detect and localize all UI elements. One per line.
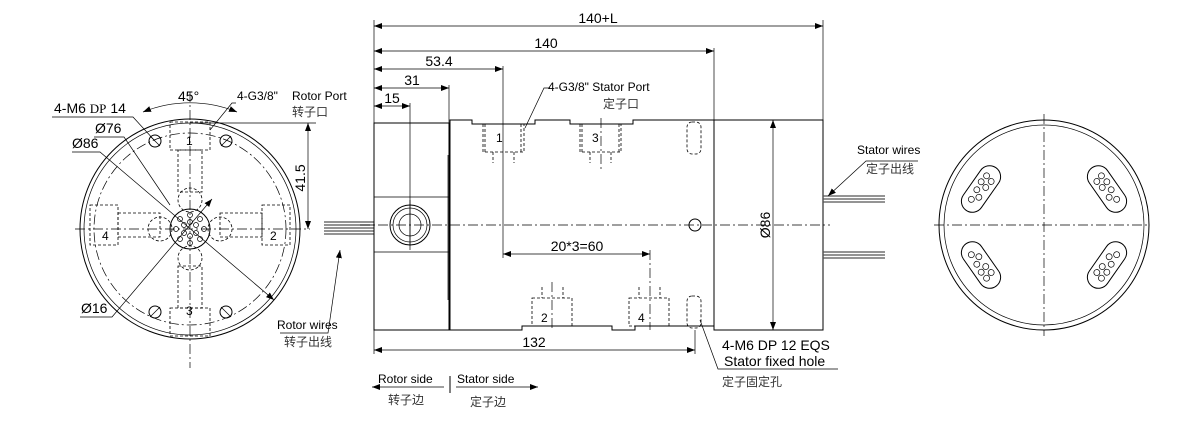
bottom-length-dimension: 132: [522, 334, 546, 350]
mount-holes-label: 4-M6 DP 14: [54, 100, 126, 116]
wire-slot-top-right: [1086, 165, 1128, 213]
stator-port-2-hidden: [531, 282, 573, 330]
stator-port-3-hidden: [579, 118, 622, 170]
rotor-end-view: 1 2 3 4 45° 4-M6 DP 14 Ø76 Ø86 Ø16 4-G3/…: [52, 88, 374, 368]
fixed-hole-leader: [699, 319, 838, 370]
center-bore: [169, 208, 211, 250]
stator-port-leader: [524, 87, 550, 129]
fixed-hole-spec: 4-M6 DP 12 EQS: [722, 337, 830, 353]
stator-side-hole: [688, 218, 702, 232]
bore-wire-holes: [173, 212, 207, 246]
rotor-port-position-dimension: 15: [384, 90, 400, 106]
diameter-dimension: Ø86: [757, 212, 773, 239]
rotor-port-spec: 4-G3/8": [237, 89, 278, 103]
stator-port-4-hidden: [628, 250, 670, 330]
stator-port-number-3: 3: [592, 131, 599, 145]
rotor-port-3-hidden: [169, 245, 211, 337]
rotor-wires: [324, 221, 374, 235]
rotor-port-1-hidden: [169, 121, 211, 213]
flange-length-dimension: 31: [404, 72, 420, 88]
stator-port-number-4: 4: [638, 311, 645, 325]
pcd-leader: [94, 136, 171, 206]
rotor-port-4-hidden: [89, 204, 173, 246]
stator-wires-leader: [827, 160, 918, 197]
rotor-flange: [373, 122, 450, 331]
bore-leader: [80, 198, 213, 318]
stator-port-cn: 定子口: [603, 96, 639, 111]
stator-port-label: 4-G3/8" Stator Port: [548, 80, 650, 94]
stator-side-cn: 定子边: [470, 394, 506, 409]
bolt-circle: [93, 132, 287, 326]
stator-outer-circle: [938, 119, 1150, 331]
rotor-port-2-hidden: [207, 204, 291, 246]
port1-position-dimension: 53.4: [425, 53, 452, 69]
stator-port-1-hidden: [482, 123, 525, 163]
stator-wires: [823, 195, 885, 259]
offset-dimension: 41.5: [292, 164, 308, 191]
rotor-port-name: Rotor Port: [292, 89, 347, 103]
rotor-port-cn: 转子口: [292, 104, 328, 119]
side-legend: Rotor side 转子边 Stator side 定子边: [372, 372, 538, 409]
stator-port-number-1: 1: [496, 131, 503, 145]
rotor-port-number-4: 4: [102, 229, 109, 243]
fixed-hole-label: Stator fixed hole: [724, 353, 825, 369]
stator-side-label: Stator side: [457, 372, 515, 386]
stator-wires-cn: 定子出线: [866, 161, 914, 176]
rotor-port-number-3: 3: [186, 304, 193, 318]
wire-slot-top-left: [960, 165, 1002, 213]
fixed-hole-cn: 定子固定孔: [722, 374, 782, 389]
stator-fixed-hole-top: [686, 121, 702, 155]
rotor-port-leader: [209, 102, 236, 131]
mount-holes-leader: [52, 116, 156, 142]
port-pitch-dimension: 20*3=60: [551, 238, 604, 254]
wire-slot-bottom-right: [1086, 241, 1128, 289]
body-length-dimension: 140: [534, 35, 558, 51]
pcd-label: Ø76: [95, 120, 122, 136]
rotor-port-number-1: 1: [186, 134, 193, 148]
rotor-side-label: Rotor side: [378, 372, 433, 386]
rotor-side-cn: 转子边: [388, 392, 424, 407]
side-view: 1 3 2 4 Ø86 140+L 140: [360, 10, 920, 389]
angle-label: 45°: [178, 88, 199, 104]
rotor-wires-label: Rotor wires: [277, 318, 338, 332]
rotor-wires-cn: 转子出线: [284, 334, 332, 349]
stator-fixed-hole-bottom: [686, 295, 702, 329]
stator-end-view: [934, 114, 1150, 336]
stator-inner-circle: [943, 124, 1145, 326]
od-leader: [72, 151, 275, 301]
bore-label: Ø16: [81, 300, 108, 316]
stator-port-number-2: 2: [541, 311, 548, 325]
od-label: Ø86: [72, 135, 99, 151]
total-length-dimension: 140+L: [578, 10, 618, 26]
rotor-wires-leader: [280, 249, 342, 334]
stator-wires-label: Stator wires: [857, 143, 920, 157]
mounting-holes: [148, 134, 233, 319]
wire-slot-bottom-left: [960, 241, 1002, 289]
rotor-port-number-2: 2: [270, 229, 277, 243]
outer-diameter-circle: [79, 118, 301, 340]
